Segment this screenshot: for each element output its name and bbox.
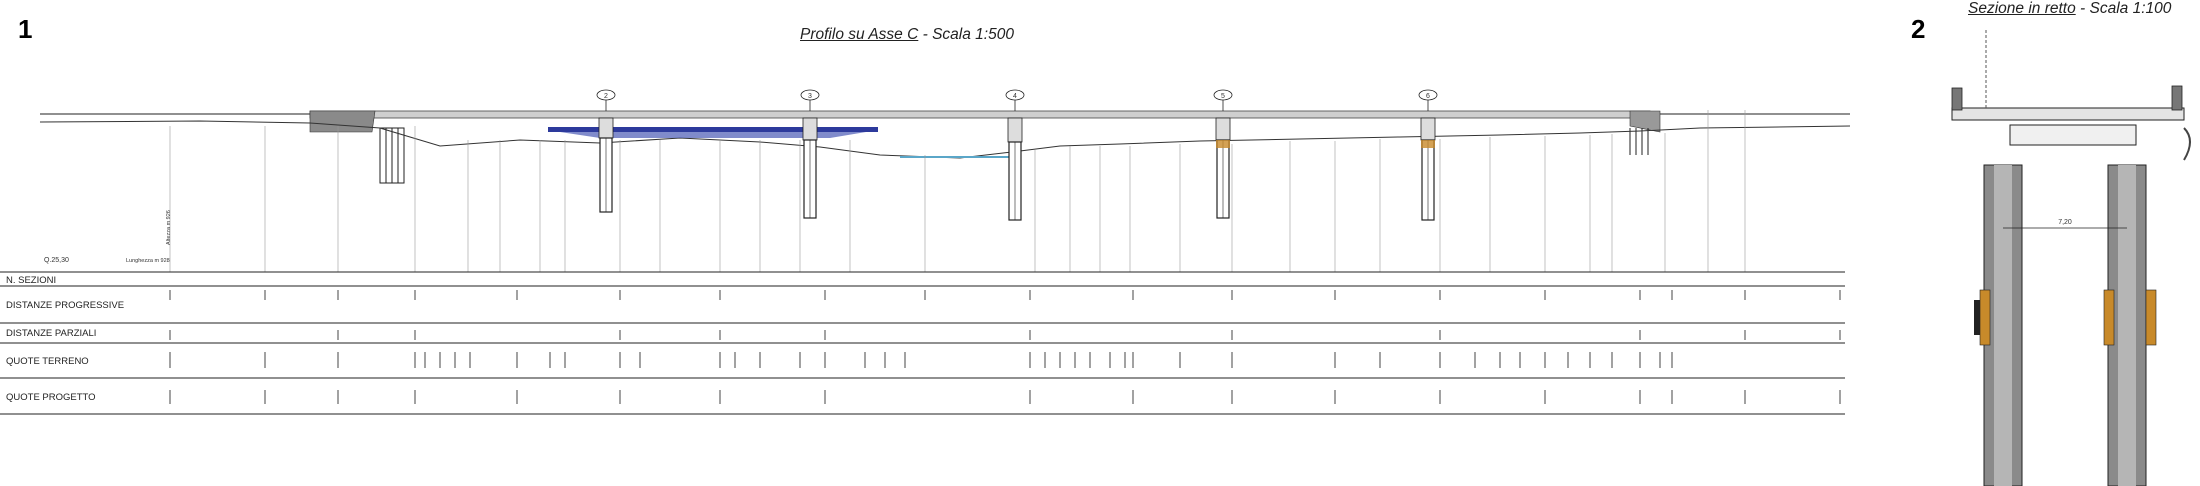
pier-label-4: 4 — [1005, 89, 1025, 111]
table-ticks — [169, 290, 1841, 404]
pier-label-2-text: 2 — [604, 93, 608, 100]
pier-label-2: 2 — [596, 89, 616, 111]
panel-1-title-underlined: Profilo su Asse C — [800, 26, 919, 43]
pier-label-3-text: 3 — [808, 93, 812, 100]
right-curb — [2171, 85, 2183, 111]
river-section — [548, 127, 878, 132]
left-abutment-piles — [379, 127, 405, 184]
pier-label-5-text: 5 — [1221, 93, 1225, 100]
pier-3 — [802, 117, 818, 219]
panel-1-title-scale: - Scala 1:500 — [918, 26, 1014, 43]
section-lines — [169, 110, 1746, 272]
panel-2-number: 2 — [1911, 14, 1926, 44]
pier-label-3: 3 — [800, 89, 820, 111]
pier-label-6-text: 6 — [1426, 93, 1430, 100]
row-label-progressive: DISTANZE PROGRESSIVE — [6, 300, 124, 311]
right-abutment-piles — [1629, 128, 1649, 155]
left-abutment — [309, 110, 376, 133]
cross-section-deck — [1951, 107, 2185, 121]
bridge-deck — [309, 110, 1651, 119]
profile-table: N. SEZIONI DISTANZE PROGRESSIVE DISTANZE… — [0, 271, 1845, 415]
panel-2-title: Sezione in retto - Scala 1:100 — [1968, 0, 2171, 18]
pier-label-4-text: 4 — [1013, 93, 1017, 100]
cross-section-drawing: 7,20 — [1951, 30, 2191, 486]
left-column — [1974, 164, 2023, 486]
pier-4 — [1007, 117, 1023, 221]
row-label-project: QUOTE PROGETTO — [6, 392, 96, 403]
left-curb — [1951, 87, 1963, 111]
length-note: Lunghezza m 928 — [126, 258, 170, 264]
right-drain — [2183, 127, 2191, 161]
pier-label-6: 6 — [1418, 89, 1438, 111]
pier-label-5: 5 — [1213, 89, 1233, 111]
right-abutment — [1629, 110, 1661, 133]
panel-2-title-underlined: Sezione in retto — [1968, 0, 2076, 17]
river-bed — [560, 132, 866, 138]
row-label-ground: QUOTE TERRENO — [6, 356, 89, 367]
panel-2-title-scale: - Scala 1:100 — [2075, 0, 2172, 17]
dimension-text: 7,20 — [2058, 219, 2072, 226]
right-column — [2103, 164, 2157, 486]
crossbeam — [2009, 124, 2137, 146]
panel-1-number: 1 — [18, 14, 33, 44]
row-label-sections: N. SEZIONI — [6, 275, 56, 286]
pier-5 — [1215, 117, 1231, 219]
row-label-partial: DISTANZE PARZIALI — [6, 328, 96, 339]
pier-6 — [1420, 117, 1436, 221]
pier-2 — [598, 117, 614, 213]
profile-drawing: 2 3 4 5 6 Altezza m 926 Lunghezza m 928 … — [39, 89, 1851, 272]
panel-1-title: Profilo su Asse C - Scala 1:500 — [800, 26, 1014, 44]
vertical-note: Altezza m 926 — [166, 210, 172, 245]
legend-mark: Q.25,30 — [44, 257, 69, 264]
